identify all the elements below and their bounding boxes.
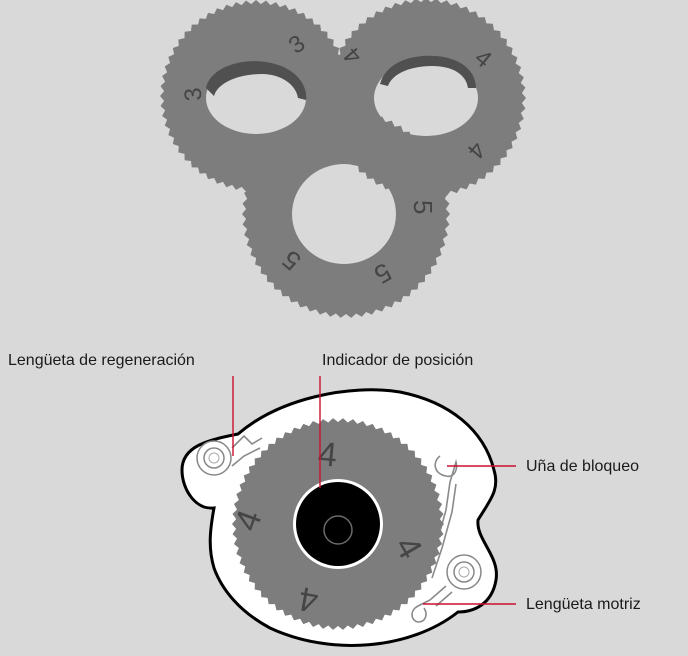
top-dials-group: 3 3 4 4 4 5 5 5 — [160, 0, 526, 318]
regeneration-post — [196, 440, 232, 476]
label-locking-pawl: Uña de bloqueo — [526, 458, 639, 475]
dial-3-digit: 3 — [179, 86, 207, 102]
dial-5: 5 5 5 — [242, 110, 450, 318]
center-hub-hole — [323, 515, 353, 545]
center-hub — [296, 482, 380, 566]
label-regeneration-tab: Lengüeta de regeneración — [8, 352, 195, 369]
dial-5-ring — [242, 110, 450, 318]
dial-3-hole-shadow — [206, 61, 307, 100]
dial-5-digit: 5 — [408, 200, 438, 214]
label-position-indicator: Indicador de posición — [322, 352, 474, 369]
mechanism-dial-digit: 4 — [316, 435, 338, 475]
label-drive-tab: Lengüeta motriz — [526, 596, 641, 613]
locking-pawl-lever — [425, 455, 458, 579]
mechanism-group: 4 4 4 4 — [180, 376, 516, 647]
drive-post — [446, 554, 482, 590]
dial-4-hole-shadow — [380, 55, 476, 88]
callout-lines — [232, 376, 516, 605]
position-indicator-mark — [320, 486, 324, 490]
regeneration-tab-lever — [231, 434, 263, 467]
